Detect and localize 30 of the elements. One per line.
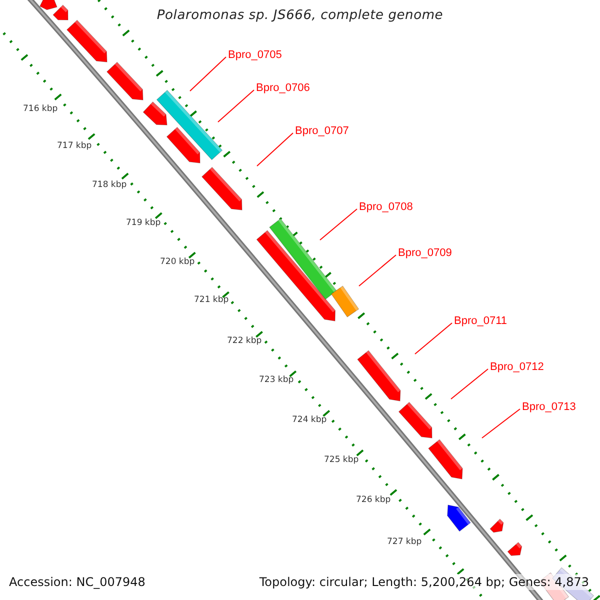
scale-label: 721 kbp: [194, 295, 229, 306]
leader-line: [450, 368, 488, 400]
gene-label: Bpro_0709: [398, 246, 452, 260]
title: Polaromonas sp. JS666, complete genome: [156, 8, 444, 23]
gene-label: Bpro_0706: [256, 81, 310, 95]
scale-label: 720 kbp: [160, 257, 195, 268]
gene-label: Bpro_0713: [522, 400, 576, 414]
scale-label: 723 kbp: [259, 375, 294, 386]
leader-line: [482, 408, 520, 438]
leader-line: [256, 132, 294, 166]
leader-line: [190, 56, 226, 92]
scale-label: 724 kbp: [292, 415, 327, 426]
scale-label: 722 kbp: [227, 336, 262, 347]
leader-line: [320, 208, 358, 240]
gene-label: Bpro_0708: [359, 200, 413, 214]
scale-label: 718 kbp: [92, 180, 127, 191]
gene-label: Bpro_0707: [295, 124, 349, 138]
gene-label: Bpro_0712: [490, 360, 544, 374]
scale-label: 717 kbp: [57, 141, 92, 152]
footer-text: Accession: NC_007948: [9, 574, 146, 590]
gene-label: Bpro_0711: [454, 314, 508, 328]
leader-line: [218, 90, 254, 122]
scale-label: 725 kbp: [324, 455, 359, 466]
gene-label: Bpro_0705: [228, 48, 282, 62]
scale-label: 716 kbp: [23, 104, 58, 115]
leader-line: [358, 254, 396, 286]
scale-label: 726 kbp: [356, 495, 391, 506]
leader-line: [414, 322, 452, 354]
scale-label: 719 kbp: [126, 218, 161, 229]
scale-label: 727 kbp: [387, 537, 422, 548]
